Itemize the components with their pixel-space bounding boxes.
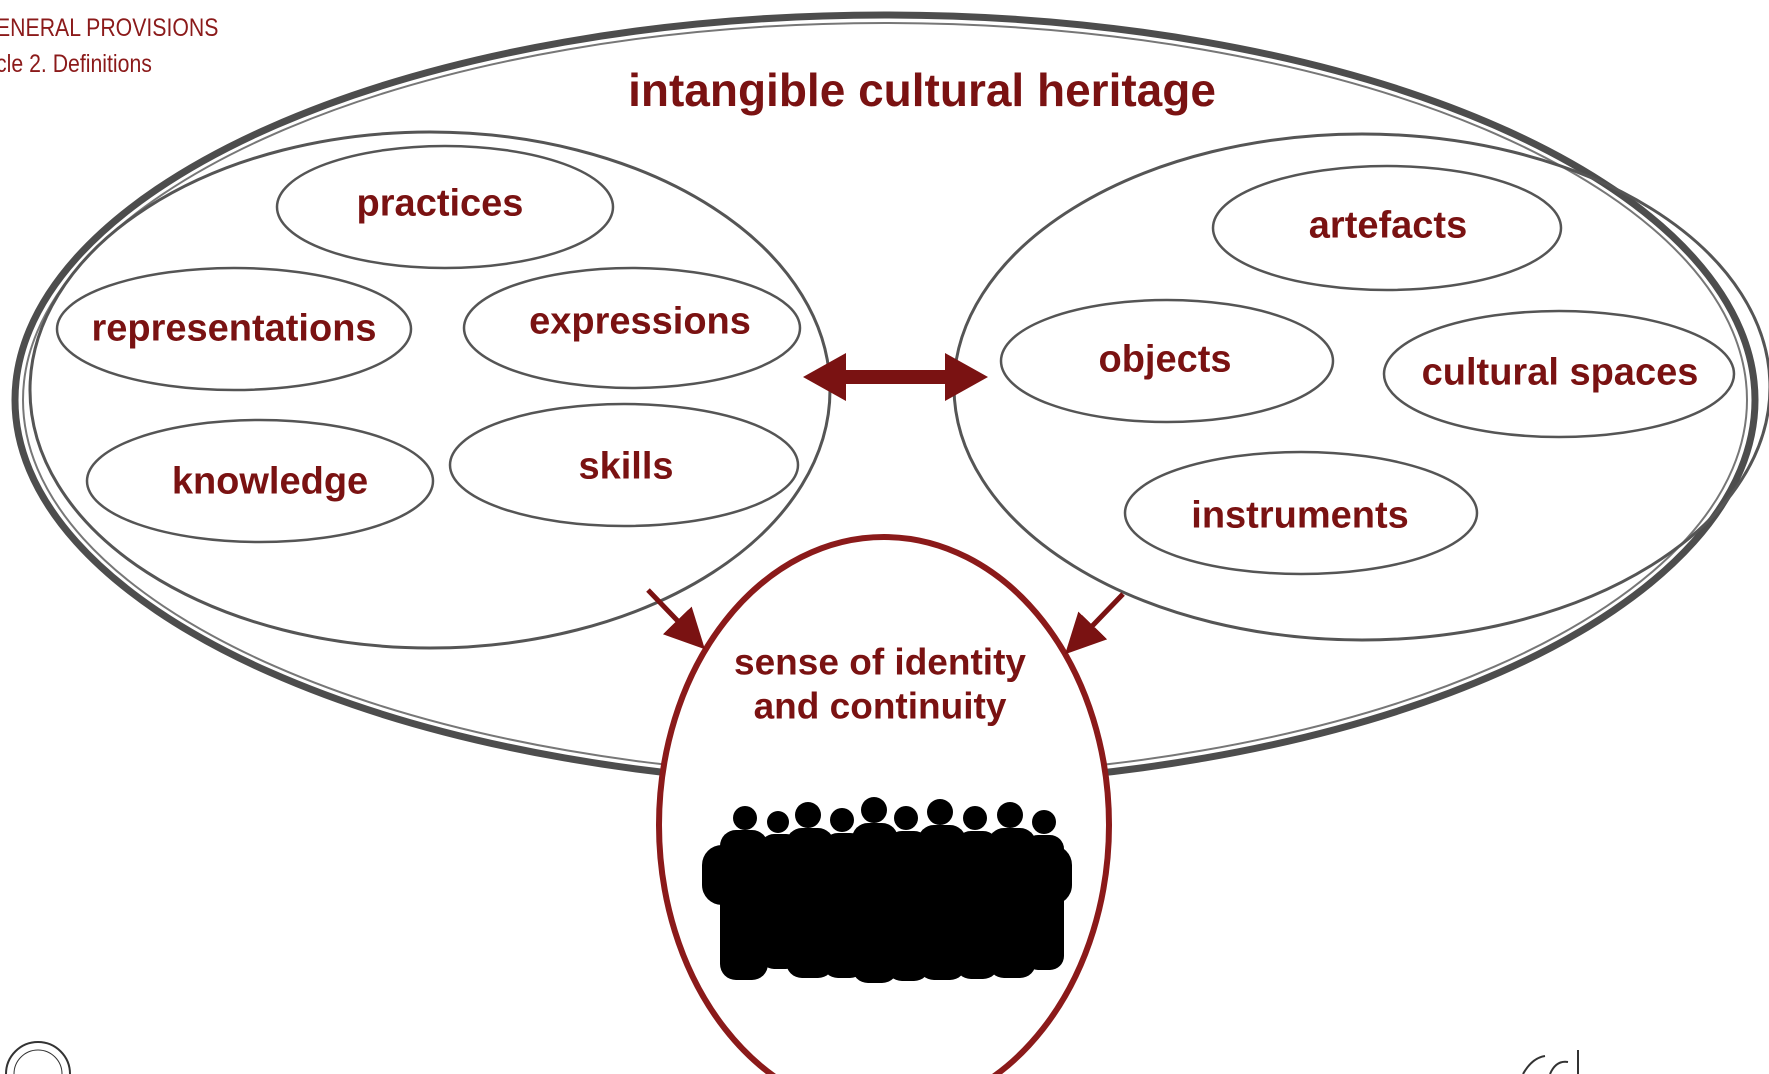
oval-practices — [275, 144, 615, 270]
identity-line-2: and continuity — [753, 685, 1007, 726]
oval-expressions — [462, 266, 802, 390]
oval-knowledge — [85, 418, 435, 544]
label-artefacts: artefacts — [1308, 204, 1468, 247]
arrow-left-to-center — [646, 588, 705, 650]
emblem-logo — [1522, 1050, 1579, 1074]
label-expressions: expressions — [529, 300, 751, 343]
label-practices: practices — [356, 182, 524, 225]
oval-skills — [448, 402, 800, 528]
oval-representations — [55, 266, 413, 392]
label-instruments: instruments — [1191, 494, 1409, 537]
oval-instruments — [1123, 450, 1479, 576]
double-arrow — [803, 353, 988, 401]
identity-line-1: sense of identity — [734, 641, 1026, 683]
oval-artefacts — [1211, 164, 1563, 292]
oval-objects — [999, 298, 1335, 424]
label-representations: representations — [91, 307, 377, 350]
section-heading: ENERAL PROVISIONS — [0, 14, 219, 42]
identity-label: sense of identity and continuity — [734, 640, 1026, 727]
oval-cultural-spaces — [1382, 309, 1736, 439]
crowd-silhouette-icon — [702, 797, 1072, 983]
article-heading: cle 2. Definitions — [0, 50, 152, 78]
arrow-right-to-center — [1065, 592, 1125, 655]
label-knowledge: knowledge — [171, 460, 369, 503]
diagram-title: intangible cultural heritage — [628, 64, 1216, 116]
label-cultural-spaces: cultural spaces — [1421, 351, 1699, 394]
university-seal-logo — [5, 1041, 71, 1074]
label-skills: skills — [578, 445, 674, 488]
label-objects: objects — [1098, 338, 1232, 381]
